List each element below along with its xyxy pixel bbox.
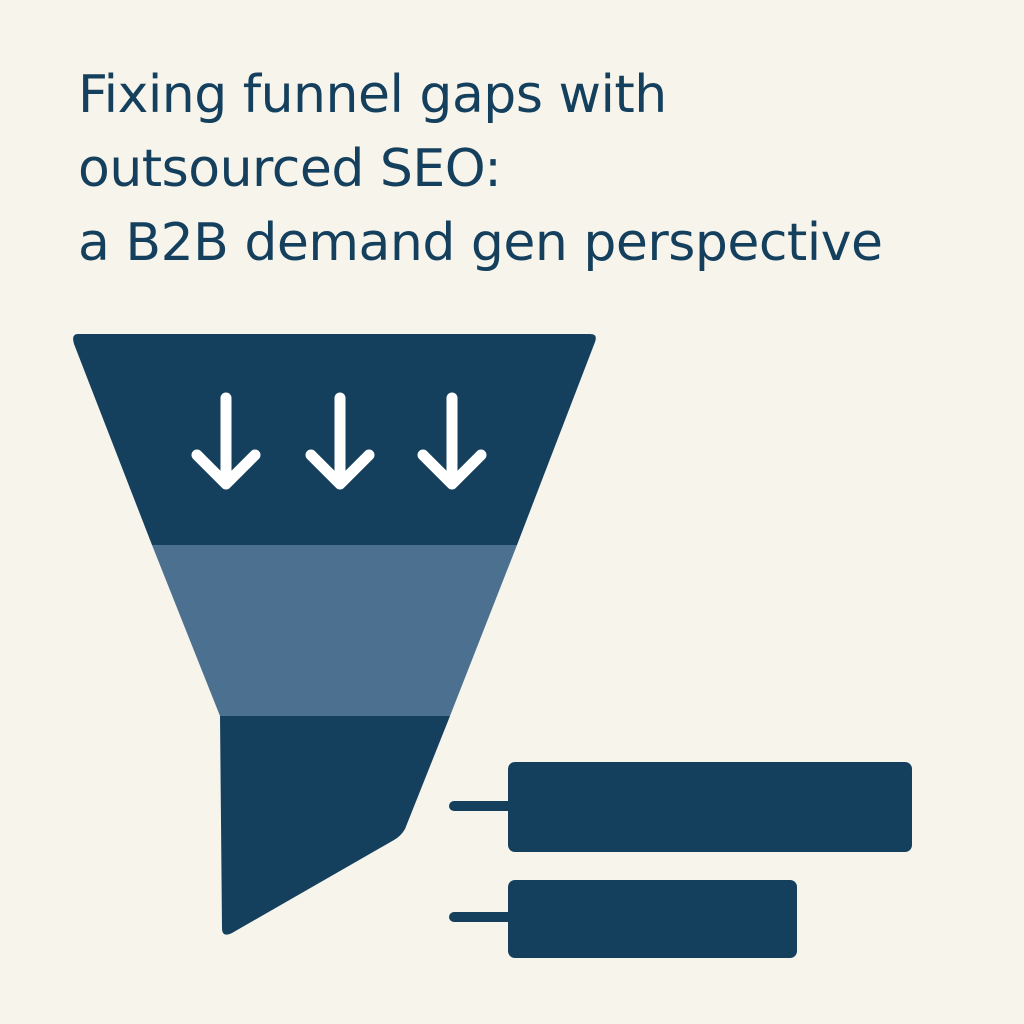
funnel-bottom-section: [220, 716, 450, 935]
title-line-1: Fixing funnel gaps with: [78, 65, 667, 125]
output-bar-1: [508, 762, 912, 852]
output-bar-2: [508, 880, 797, 958]
title-line-3: a B2B demand gen perspective: [78, 213, 883, 273]
page-title: Fixing funnel gaps with outsourced SEO: …: [78, 58, 998, 280]
funnel-middle-section: [152, 545, 517, 716]
funnel-top-section: [73, 334, 596, 545]
down-arrow-icon: [305, 392, 375, 490]
down-arrow-icon: [191, 392, 261, 490]
title-line-2: outsourced SEO:: [78, 139, 502, 199]
down-arrow-icon: [417, 392, 487, 490]
